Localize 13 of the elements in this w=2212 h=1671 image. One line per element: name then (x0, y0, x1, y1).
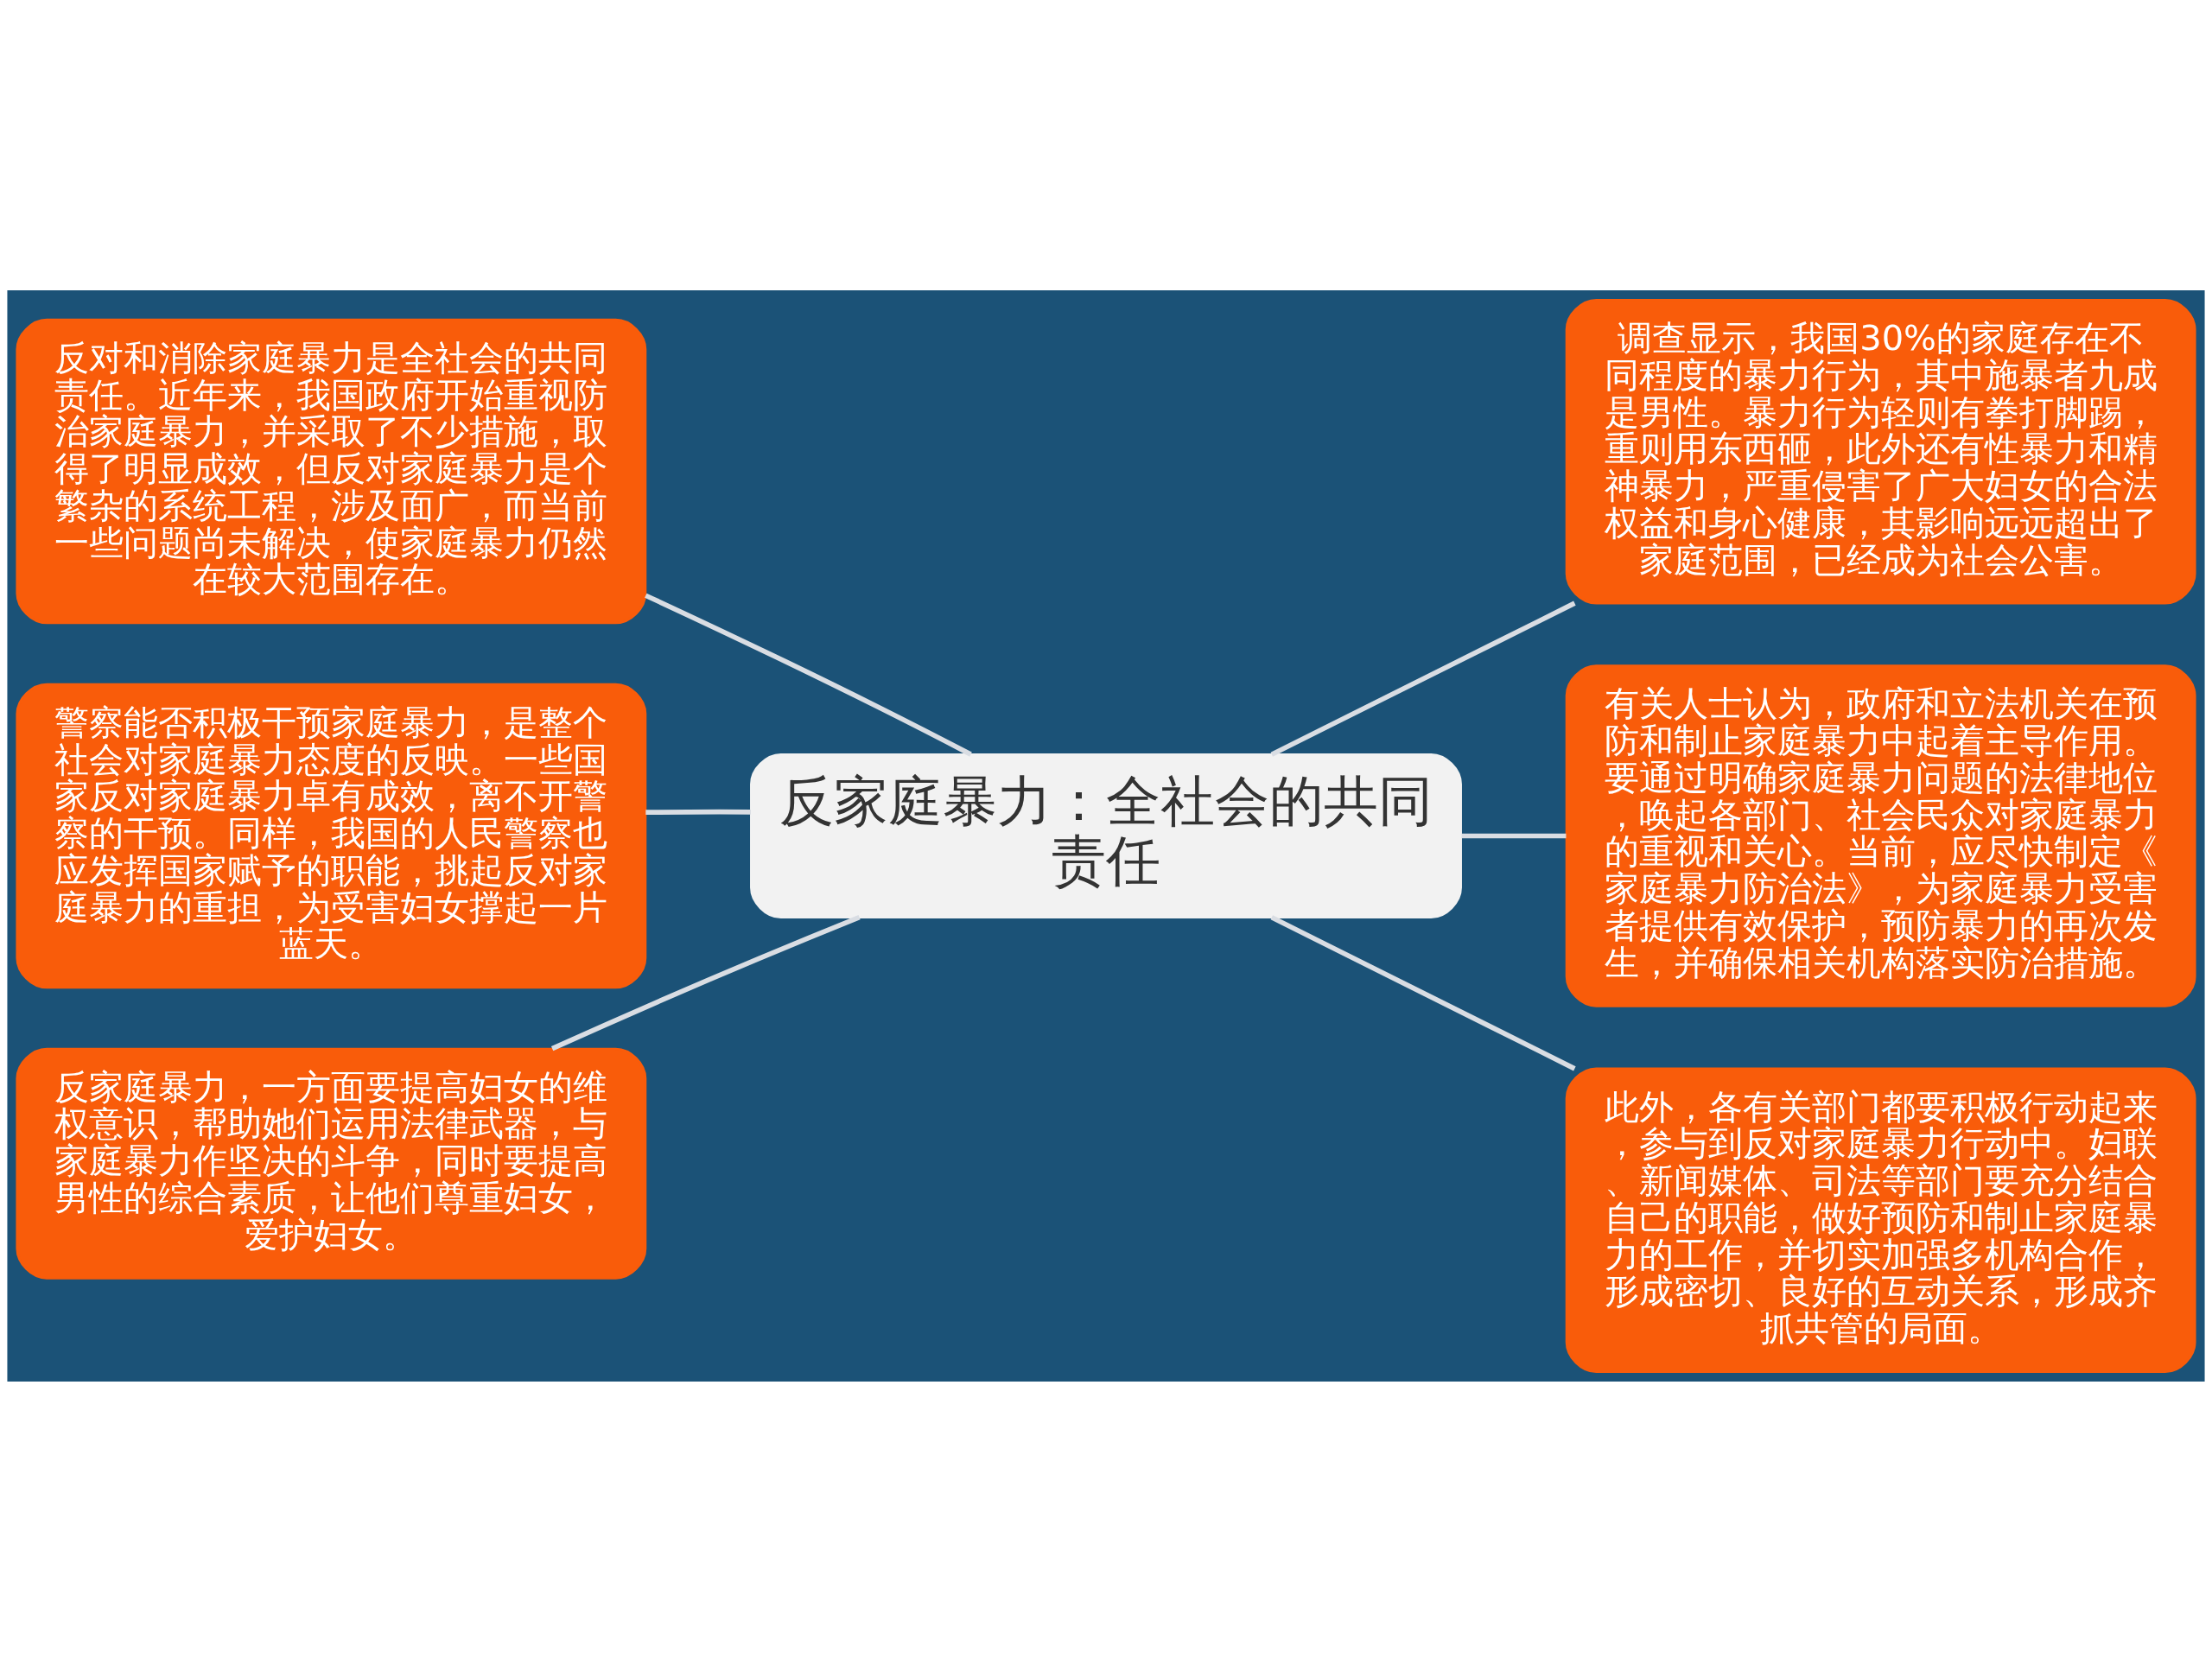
connector (1270, 914, 1576, 1071)
connector (1270, 600, 1576, 757)
node-box: 反家庭暴力，一方面要提高妇女的维权意识，帮助她们运用法律武器，与家庭暴力作坚决的斗争，同时要提高男性的综合素质，让他们尊重妇女，爱护妇女。 (16, 1047, 647, 1280)
connector (645, 809, 751, 815)
node-box: 此外，各有关部门都要积极行动起来，参与到反对家庭暴力行动中。妇联、新闻媒体、司法等部门要充分结合自己的职能，做好预防和制止家庭暴力的工作，并切实加强多机构合作，形成密切、良好的互动关系，形成齐抓共管的局面。 (1565, 1067, 2196, 1373)
connector (550, 914, 861, 1051)
node-box: 反对和消除家庭暴力是全社会的共同责任。近年来，我国政府开始重视防治家庭暴力，并采取了不少措施，取得了明显成效，但反对家庭暴力是个繁杂的系统工程，涉及面广，而当前一些问题尚未解决，使家庭暴力仍然在较大范围存在。 (16, 318, 647, 624)
node-box: 有关人士认为，政府和立法机关在预防和制止家庭暴力中起着主导作用。要通过明确家庭暴力问题的法律地位，唤起各部门、社会民众对家庭暴力的重视和关心。当前，应尽快制定《家庭暴力防治法》，为家庭暴力受害者提供有效保护，预防暴力的再次发生，并确保相关机构落实防治措施。 (1565, 664, 2196, 1007)
connector (645, 593, 972, 757)
connector (1461, 833, 1567, 838)
node-box: 警察能否积极干预家庭暴力，是整个社会对家庭暴力态度的反映。一些国家反对家庭暴力卓有成效，离不开警察的干预。同样，我国的人民警察也应发挥国家赋予的职能，挑起反对家庭暴力的重担，为受害妇女撑起一片蓝天。 (16, 683, 647, 988)
node-box: 调查显示，我国30%的家庭存在不同程度的暴力行为，其中施暴者九成是男性。暴力行为轻则有拳打脚踢，重则用东西砸，此外还有性暴力和精神暴力，严重侵害了广大妇女的合法权益和身心健康，其影响远远超出了家庭范围，已经成为社会公害。 (1565, 298, 2196, 604)
node-box: 反家庭暴力：全社会的共同责任 (750, 753, 1462, 918)
